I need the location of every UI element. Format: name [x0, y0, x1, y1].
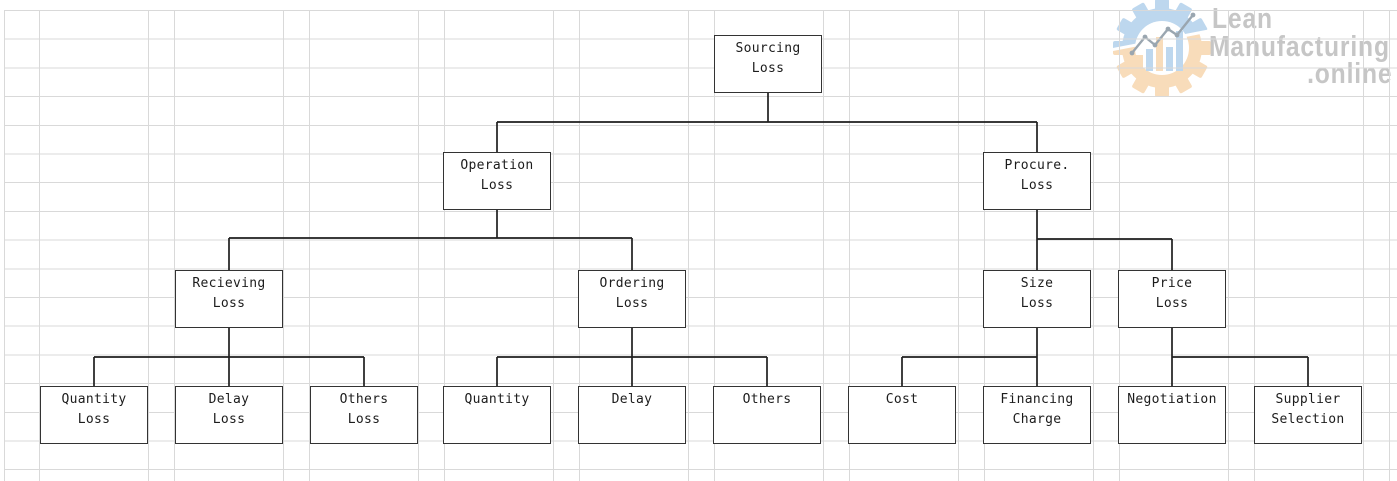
- node-size-loss: Size Loss: [983, 270, 1091, 328]
- node-cost: Cost: [848, 386, 956, 444]
- gear-chart-logo-icon: [1105, 0, 1219, 97]
- node-operation-loss: Operation Loss: [443, 152, 551, 210]
- node-others-loss: Others Loss: [310, 386, 418, 444]
- node-others: Others: [713, 386, 821, 444]
- node-quantity-loss: Quantity Loss: [40, 386, 148, 444]
- node-negotiation: Negotiation: [1118, 386, 1226, 444]
- node-recieving-loss: Recieving Loss: [175, 270, 283, 328]
- node-delay-loss: Delay Loss: [175, 386, 283, 444]
- node-price-loss: Price Loss: [1118, 270, 1226, 328]
- node-sourcing-loss: Sourcing Loss: [714, 35, 822, 93]
- node-supplier-selection: Supplier Selection: [1254, 386, 1362, 444]
- logo-text-line1: Lean: [1212, 3, 1273, 35]
- logo-text-line3: .online: [1306, 58, 1392, 90]
- node-quantity: Quantity: [443, 386, 551, 444]
- node-delay: Delay: [578, 386, 686, 444]
- node-financing-charge: Financing Charge: [983, 386, 1091, 444]
- node-procure-loss: Procure. Loss: [983, 152, 1091, 210]
- grid-first-column-line: [4, 10, 5, 481]
- node-ordering-loss: Ordering Loss: [578, 270, 686, 328]
